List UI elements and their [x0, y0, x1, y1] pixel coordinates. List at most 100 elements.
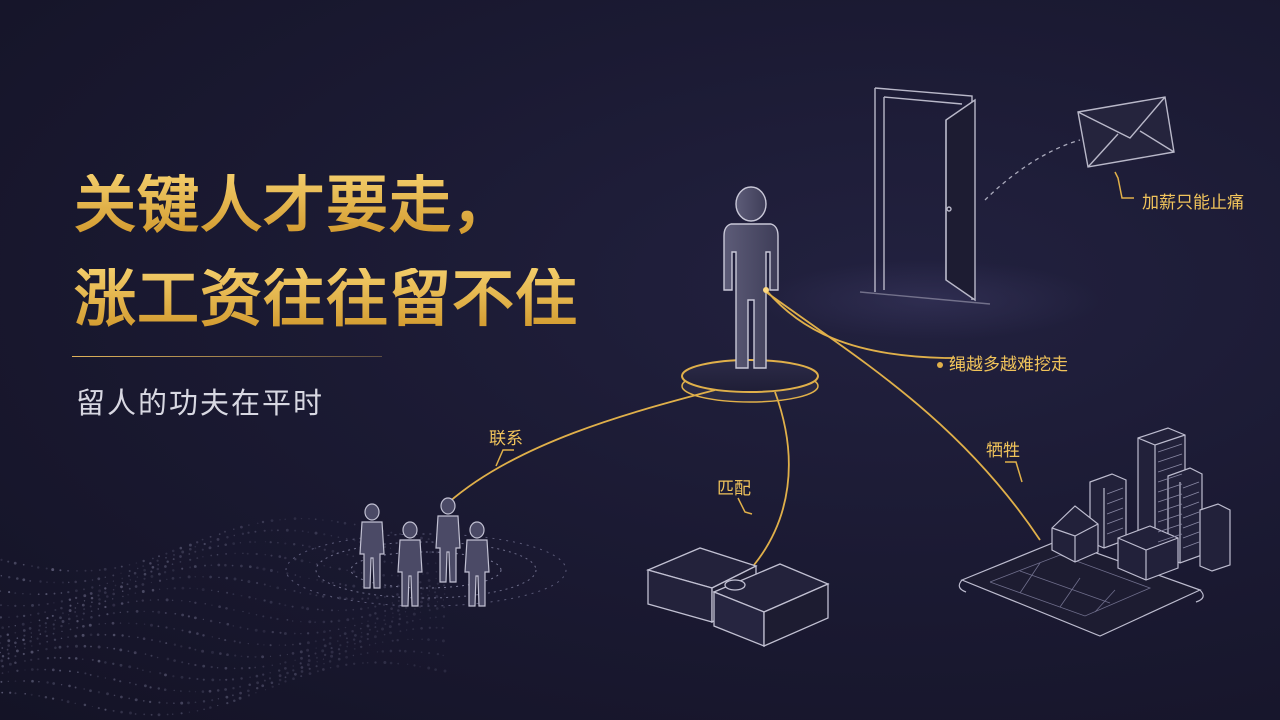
particle-dot: [352, 654, 355, 657]
particle-dot: [69, 628, 72, 631]
particle-dot: [247, 642, 249, 645]
particle-dot: [224, 688, 228, 691]
particle-dot: [343, 632, 347, 635]
particle-dot: [435, 639, 437, 641]
particle-dot: [436, 582, 439, 585]
particle-dot: [98, 614, 101, 617]
particle-dot: [99, 584, 101, 587]
particle-dot: [269, 569, 273, 572]
particle-dot: [1, 655, 5, 658]
particle-dot: [337, 628, 340, 631]
particle-dot: [29, 614, 32, 616]
particle-dot: [0, 680, 3, 683]
particle-dot: [126, 583, 129, 586]
particle-dot: [38, 694, 41, 697]
particle-dot: [202, 618, 205, 621]
particle-dot: [91, 705, 94, 708]
particle-dot: [353, 648, 356, 650]
particle-dot: [434, 591, 437, 594]
particle-dot: [143, 572, 147, 576]
particle-dot: [67, 636, 69, 638]
particle-dot: [384, 609, 387, 613]
particle-dot: [381, 650, 385, 653]
particle-dot: [442, 615, 446, 618]
particle-dot: [74, 657, 78, 660]
particle-dot: [374, 622, 377, 624]
particle-dot: [91, 586, 94, 589]
particle-dot: [339, 634, 342, 637]
particle-dot: [429, 617, 432, 619]
particle-dot: [135, 562, 138, 564]
particle-dot: [419, 611, 422, 613]
particle-dot: [60, 606, 63, 610]
particle-dot: [142, 637, 146, 640]
particle-dot: [61, 698, 64, 702]
particle-dot: [23, 605, 25, 607]
particle-dot: [84, 672, 87, 675]
particle-dot: [239, 626, 242, 629]
particle-dot: [188, 711, 191, 713]
particle-dot: [23, 634, 26, 637]
particle-dot: [158, 555, 160, 558]
particle-dot: [246, 655, 249, 658]
particle-dot: [354, 643, 356, 645]
particle-dot: [300, 666, 304, 669]
particle-dot: [106, 582, 108, 585]
particle-dot: [219, 621, 221, 624]
particle-dot: [376, 651, 379, 653]
particle-dot: [156, 559, 159, 562]
label-link: 联系: [489, 429, 523, 449]
particle-dot: [353, 539, 356, 542]
particle-dot: [188, 547, 192, 551]
label-fit: 匹配: [717, 479, 751, 499]
particle-dot: [171, 549, 175, 553]
particle-dot: [59, 657, 62, 659]
particle-dot: [216, 537, 220, 541]
particle-dot: [30, 621, 32, 624]
particle-dot: [420, 651, 423, 654]
particle-dot: [315, 647, 317, 649]
particle-dot: [46, 657, 50, 660]
particle-dot: [111, 621, 115, 625]
particle-dot: [284, 588, 287, 591]
particle-dot: [97, 707, 100, 710]
particle-dot: [188, 630, 192, 634]
particle-dot: [156, 656, 159, 659]
particle-dot: [353, 523, 356, 526]
particle-dot: [112, 574, 115, 577]
particle-dot: [13, 561, 17, 565]
particle-dot: [1, 626, 5, 630]
particle-dot: [166, 578, 168, 581]
particle-dot: [217, 590, 220, 593]
particle-dot: [45, 593, 48, 596]
particle-dot: [75, 615, 78, 618]
particle-dot: [398, 613, 401, 616]
particle-dot: [187, 701, 190, 705]
particle-dot: [300, 632, 302, 635]
particle-dot: [98, 569, 101, 571]
particle-dot: [330, 647, 333, 650]
particle-dot: [98, 602, 101, 605]
particle-dot: [83, 703, 87, 707]
particle-dot: [330, 609, 334, 612]
particle-dot: [120, 695, 123, 699]
particle-dot: [413, 650, 416, 653]
particle-dot: [141, 590, 145, 593]
particle-dot: [52, 682, 56, 685]
particle-dot: [134, 585, 138, 588]
particle-dot: [76, 570, 78, 572]
particle-dot: [323, 644, 327, 648]
particle-dot: [46, 640, 49, 643]
particle-dot: [150, 623, 153, 627]
particle-dot: [165, 556, 167, 559]
particle-dot: [284, 644, 287, 646]
particle-dot: [128, 569, 131, 573]
particle-dot: [179, 561, 182, 563]
particle-dot: [217, 563, 221, 567]
particle-dot: [323, 564, 326, 567]
particle-dot: [286, 671, 289, 675]
particle-dot: [112, 592, 116, 596]
particle-dot: [344, 626, 347, 629]
particle-dot: [360, 572, 363, 574]
